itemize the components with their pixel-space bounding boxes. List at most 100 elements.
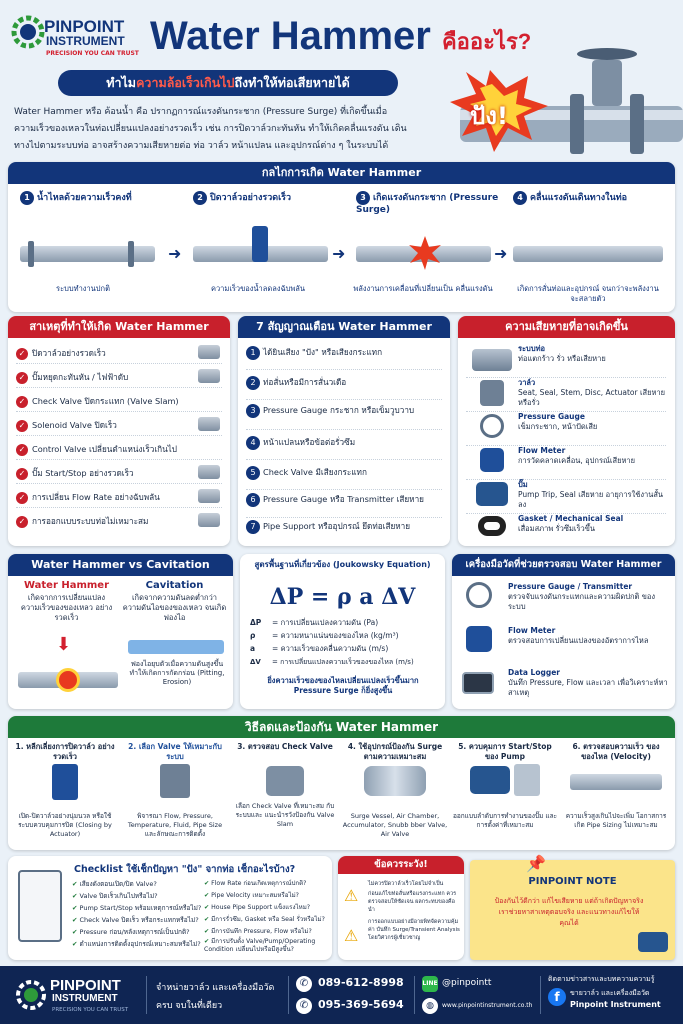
footer-slogan-1: จำหน่ายวาล์ว และเครื่องมือวัด [156, 983, 275, 993]
brand-logo: PINPOINT INSTRUMENT PRECISION YOU CAN TR… [10, 10, 140, 60]
note-title: PINPOINT NOTE [528, 876, 617, 887]
solenoid-valve-icon [198, 417, 220, 431]
prevent-item: 6. ตรวจสอบความเร็ว ของของไหล (Velocity)ค… [565, 742, 667, 829]
pipe-icon [513, 246, 663, 262]
facebook-icon: f [548, 988, 566, 1006]
checklist-item: ✔ มีการบันทึก Pressure, Flow หรือไม่? [204, 928, 312, 935]
formula-var: a= ความเร็วของคลื่นความดัน (m/s) [250, 644, 389, 653]
flange-icon [128, 241, 134, 267]
formula-title: สูตรพื้นฐานที่เกี่ยวข้อง (Joukowsky Equa… [254, 560, 431, 569]
checklist-item: ✔ มีการปรับตั้ง Valve/Pump/Operating Con… [204, 938, 316, 953]
prevent-section: วิธีลดและป้องกัน Water Hammer 1. หลีกเลี… [8, 716, 675, 850]
signs-title: 7 สัญญาณเตือน Water Hammer [238, 316, 450, 338]
phone-icon: ✆ [296, 998, 312, 1014]
cav-column: Cavitation เกิดจากความดันลดต่ำกว่า ความด… [122, 580, 227, 622]
check-icon: ✔ [204, 904, 212, 911]
footer-brand: PINPOINT [50, 977, 121, 994]
phone-icon: ✆ [296, 976, 312, 992]
checklist-item: ✔ House Pipe Support แข็งแรงไหม? [204, 904, 311, 911]
globe-icon: ◍ [422, 998, 438, 1014]
fb-sub: ขายวาล์ว และเครื่องมือวัด [570, 989, 650, 997]
check-icon: ✔ [72, 892, 80, 900]
checklist-item: ✔ Pump Start/Stop พร้อมเหตุการณ์หรือไม่? [72, 904, 202, 912]
check-icon: ✓ [16, 395, 28, 408]
line-id[interactable]: @pinpointt [442, 978, 492, 988]
website[interactable]: www.pinpointinstrument.co.th [442, 1002, 533, 1009]
formula-var: ρ= ความหนาแน่นของของไหล (kg/m³) [250, 631, 399, 640]
caution-item: ก่อนแก้ไขท่อสั่นหรือแรงกระแทก ควรตรวจสอบ… [368, 891, 457, 913]
warning-icon: ⚠ [344, 886, 359, 905]
checklist-title: Checklist ใช้เช็กปัญหา "ปัง" จากท่อ เช็ก… [74, 864, 296, 875]
pipe-icon [570, 774, 662, 790]
caution-section: ข้อควรระวัง! ⚠ ⚠ ไม่ควรปิดวาล์วเร็วโดยไม… [338, 856, 464, 960]
gear-logo-icon [11, 15, 45, 49]
mech-caption-2: ความเร็วของน้ำลดลงฉับพลัน [210, 284, 306, 293]
valve-icon [638, 932, 668, 952]
fb-name[interactable]: Pinpoint Instrument [570, 1000, 661, 1009]
check-icon: ✔ [204, 938, 212, 945]
mech-caption-1: ระบบทำงานปกติ [56, 284, 110, 293]
valve-icon [160, 764, 190, 798]
cause-item: ✓ปั๊ม Start/Stop อย่างรวดเร็ว [16, 462, 222, 484]
bursting-pipe-illustration [450, 48, 683, 154]
checklist-item: ✔ Valve ปิดเร็วเกินไปหรือไม่? [72, 892, 158, 900]
checklist-item: ✔ Flow Rate ก่อนเกิดเหตุการณ์ปกติ? [204, 880, 307, 887]
phone-2[interactable]: 095-369-5694 [318, 998, 404, 1011]
warning-icon: ⚠ [344, 926, 359, 945]
pin-icon: 📌 [526, 854, 546, 873]
cav-note: ฟองไอยุบตัวเมื่อความดันสูงขึ้น ทำให้เกิด… [129, 660, 225, 686]
check-icon: ✔ [72, 928, 80, 936]
line-icon: LINE [422, 976, 438, 992]
caution-list: ไม่ควรปิดวาล์วเร็วโดยไม่จำเป็น ก่อนแก้ไข… [368, 880, 460, 942]
formula-equation: ΔP = ρ a ΔV [269, 584, 416, 610]
formula-section: สูตรพื้นฐานที่เกี่ยวข้อง (Joukowsky Equa… [240, 554, 445, 709]
phone-1[interactable]: 089-612-8998 [318, 976, 404, 989]
formula-var: ΔP= การเปลี่ยนแปลงความดัน (Pa) [250, 618, 379, 627]
burst-icon [56, 668, 80, 692]
cause-item: ✓ปิดวาล์วอย่างรวดเร็ว [16, 342, 222, 364]
causes-title: สาเหตุที่ทำให้เกิด Water Hammer [8, 316, 230, 338]
surge-vessel-icon [364, 766, 426, 796]
check-icon: ✓ [16, 467, 28, 480]
valve-icon [52, 764, 78, 800]
banner-pre: ทำไม [106, 75, 137, 90]
burst-icon [409, 236, 441, 270]
check-icon: ✔ [204, 892, 212, 899]
checklist-item: ✔ Pressure ก่อน/หลังเหตุการณ์เป็นปกติ? [72, 928, 190, 936]
flow-meter-icon [198, 489, 220, 503]
formula-note: ยิ่งความเร็วของของไหลเปลี่ยนแปลงเร็วขึ้น… [267, 676, 419, 695]
check-icon: ✔ [204, 928, 212, 935]
gauge-icon [466, 582, 492, 608]
tools-title: เครื่องมือวัดที่ช่วยตรวจสอบ Water Hammer [452, 554, 675, 576]
cause-item: ✓การเปลี่ยน Flow Rate อย่างฉับพลัน [16, 486, 222, 508]
footer: PINPOINT INSTRUMENT PRECISION YOU CAN TR… [0, 966, 683, 1024]
banner-post: ถึงทำให้ท่อเสียหายได้ [234, 75, 350, 90]
gasket-icon [478, 516, 506, 536]
checklist-section: Checklist ใช้เช็กปัญหา "ปัง" จากท่อ เช็ก… [8, 856, 332, 960]
page-title: Water Hammer คืออะไร? [150, 14, 531, 59]
valve-icon [252, 226, 268, 262]
intro-text: Water Hammer หรือ ค้อนน้ำ คือ ปรากฏการณ์… [14, 107, 407, 151]
gauge-icon [480, 414, 504, 438]
checklist-item: ✔ ตำแหน่งการติดตั้งอุปกรณ์เหมาะสมหรือไม่… [72, 940, 201, 948]
fb-heading: ติดตามข่าวสารและบทความความรู้ [548, 975, 655, 983]
footer-slogan-2: ครบ จบในที่เดียว [156, 1001, 223, 1011]
bang-text: ปัง! [470, 102, 508, 130]
